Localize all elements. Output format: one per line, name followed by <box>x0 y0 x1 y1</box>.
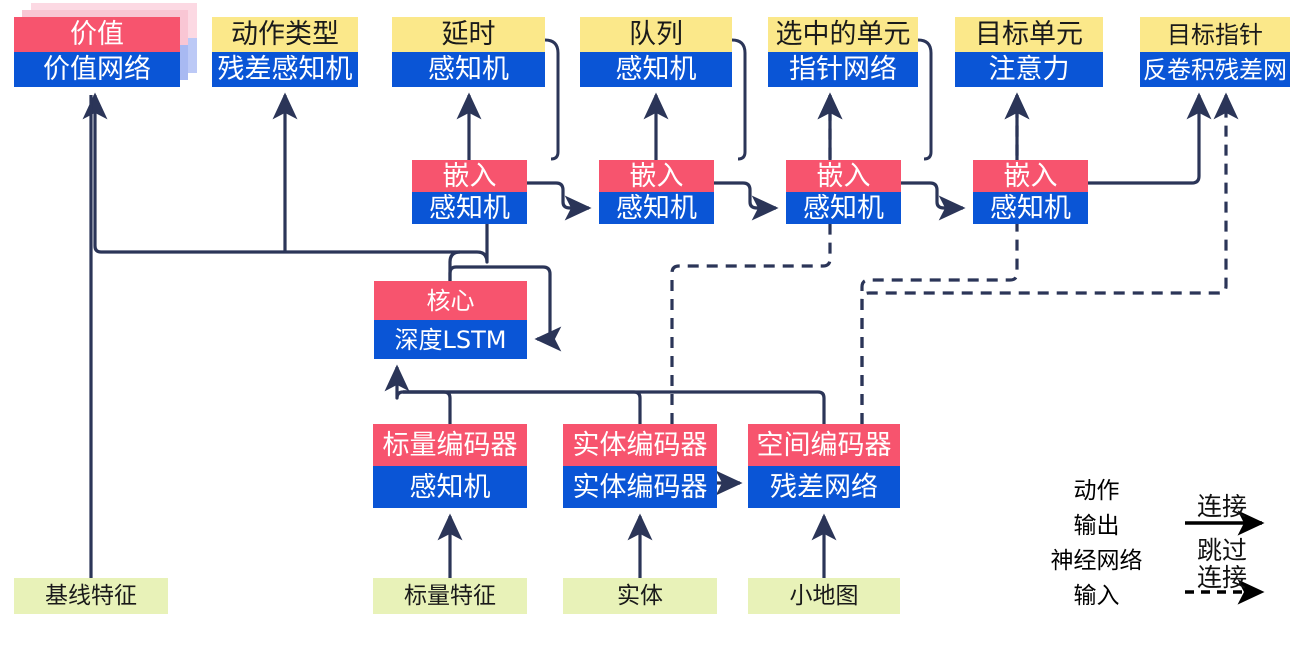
node-selected_units[interactable]: 选中的单元指针网络 <box>768 17 918 87</box>
node-scalar_encoder-top-label: 标量编码器 <box>373 424 527 466</box>
node-core[interactable]: 核心深度LSTM <box>374 281 527 359</box>
wire-embed3-to-embed4 <box>901 181 966 221</box>
legend-connection-label: 连接 <box>1197 492 1248 521</box>
node-embed2[interactable]: 嵌入感知机 <box>599 160 714 224</box>
skip-spatial-encoder-to-target-point <box>860 92 1239 424</box>
node-spatial_encoder[interactable]: 空间编码器残差网络 <box>748 424 900 508</box>
legend-input: 输入 <box>1073 582 1120 609</box>
node-embed4-top-label: 嵌入 <box>973 160 1088 192</box>
node-target_point-bottom-label: 反卷积残差网 <box>1140 52 1290 87</box>
node-target_unit[interactable]: 目标单元注意力 <box>955 17 1103 87</box>
wire-delay-to-embed2-path <box>544 38 560 161</box>
node-value-top-label: 价值 <box>14 17 180 52</box>
input-entities[interactable]: 实体 <box>563 578 717 614</box>
node-target_unit-bottom-label: 注意力 <box>955 52 1103 87</box>
node-embed2-top-label: 嵌入 <box>599 160 714 192</box>
skip-spatial-encoder-to-target-unit <box>860 92 1030 424</box>
node-value[interactable]: 价值价值网络 <box>14 3 197 87</box>
node-embed3-bottom-label: 感知机 <box>786 192 901 224</box>
node-embed1-bottom-label: 感知机 <box>412 192 527 224</box>
wire-scalar-encoder-to-core <box>384 364 452 424</box>
node-embed4[interactable]: 嵌入感知机 <box>973 160 1088 224</box>
node-queued-bottom-label: 感知机 <box>580 52 732 87</box>
node-delay-bottom-label: 感知机 <box>392 52 545 87</box>
legend-skip-label-line2: 连接 <box>1197 563 1248 592</box>
wire-embed2-to-embed3 <box>714 181 779 221</box>
node-scalar_encoder[interactable]: 标量编码器感知机 <box>373 424 527 508</box>
node-value-bottom-label: 价值网络 <box>14 52 180 87</box>
node-spatial_encoder-top-label: 空间编码器 <box>748 424 900 466</box>
node-entity_encoder-top-label: 实体编码器 <box>563 424 717 466</box>
input-baseline_features[interactable]: 基线特征 <box>14 578 168 614</box>
legend-color-key: 动作输出神经网络输入 <box>1040 470 1153 610</box>
wire-selected-to-embed4-path <box>917 38 933 161</box>
node-embed1[interactable]: 嵌入感知机 <box>412 160 527 224</box>
node-action_type-bottom-label: 残差感知机 <box>212 52 358 87</box>
node-spatial_encoder-bottom-label: 残差网络 <box>748 466 900 508</box>
legend-nn: 神经网络 <box>1050 547 1143 574</box>
node-queued[interactable]: 队列感知机 <box>580 17 732 87</box>
node-embed1-top-label: 嵌入 <box>412 160 527 192</box>
node-entity_encoder-bottom-label: 实体编码器 <box>563 466 717 508</box>
legend-output: 输出 <box>1073 512 1120 539</box>
node-selected_units-top-label: 选中的单元 <box>768 17 918 52</box>
node-entity_encoder[interactable]: 实体编码器实体编码器 <box>563 424 717 508</box>
input-minimap[interactable]: 小地图 <box>748 578 900 614</box>
node-target_point[interactable]: 目标指针反卷积残差网 <box>1140 17 1290 87</box>
node-action_type[interactable]: 动作类型残差感知机 <box>212 17 358 87</box>
node-embed3[interactable]: 嵌入感知机 <box>786 160 901 224</box>
input-scalar_features[interactable]: 标量特征 <box>373 578 527 614</box>
node-core-bottom-label: 深度LSTM <box>374 320 527 359</box>
wire-core-to-value <box>82 92 460 254</box>
node-target_unit-top-label: 目标单元 <box>955 17 1103 52</box>
wire-spatial-encoder-to-core-bus <box>403 390 826 424</box>
wire-entity-encoder-to-core-bus <box>403 390 642 424</box>
node-target_point-top-label: 目标指针 <box>1140 17 1290 52</box>
node-delay-top-label: 延时 <box>392 17 545 52</box>
node-queued-top-label: 队列 <box>580 17 732 52</box>
wire-queued-to-embed3-path <box>731 38 747 161</box>
node-action_type-top-label: 动作类型 <box>212 17 358 52</box>
node-embed4-bottom-label: 感知机 <box>973 192 1088 224</box>
legend-skip-label-line1: 跳过 <box>1197 536 1248 565</box>
skip-entity-encoder-to-selected-units <box>670 92 843 424</box>
node-scalar_encoder-bottom-label: 感知机 <box>373 466 527 508</box>
node-embed2-bottom-label: 感知机 <box>599 192 714 224</box>
wire-embed1-to-embed2 <box>527 181 592 221</box>
node-selected_units-bottom-label: 指针网络 <box>768 52 918 87</box>
node-core-top-label: 核心 <box>374 281 527 320</box>
wire-embed4-to-target-point <box>1088 92 1212 185</box>
node-delay[interactable]: 延时感知机 <box>392 17 545 87</box>
node-embed3-top-label: 嵌入 <box>786 160 901 192</box>
legend-action: 动作 <box>1073 477 1120 504</box>
